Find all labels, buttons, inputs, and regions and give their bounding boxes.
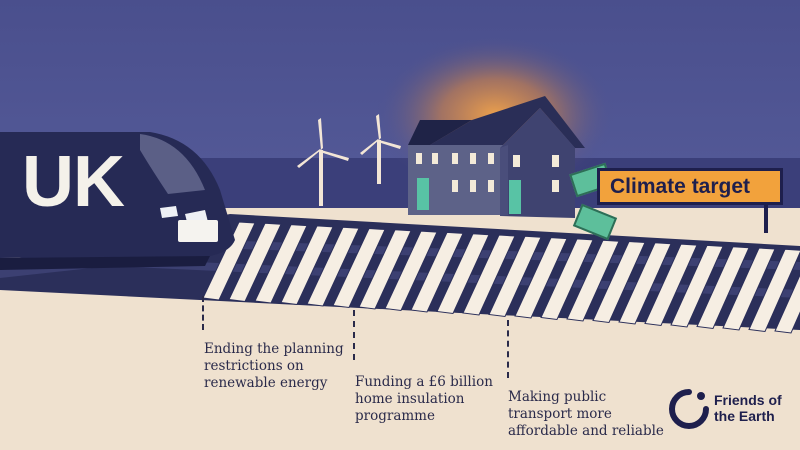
logo-wordmark: Friends of the Earth xyxy=(714,392,782,424)
track-sleeper xyxy=(644,243,698,327)
wind-turbine-left xyxy=(297,118,349,206)
climate-target-label: Climate target xyxy=(610,175,751,198)
sign-post xyxy=(764,205,768,233)
track-sleeper xyxy=(774,273,800,334)
track-sleeper xyxy=(670,244,724,328)
train xyxy=(0,132,235,270)
track-sleeper xyxy=(280,225,334,306)
house xyxy=(408,96,585,218)
track-sleeper xyxy=(722,247,776,331)
pointer-line-3 xyxy=(507,320,509,378)
track-sleeper xyxy=(540,238,594,321)
logo-line: Friends of xyxy=(714,392,782,408)
track-sleeper xyxy=(566,239,620,322)
wind-turbine-right xyxy=(360,114,401,184)
track-sleepers xyxy=(202,221,800,334)
track-sleeper xyxy=(696,246,750,330)
caption-line: home insulation xyxy=(355,391,465,407)
track-sleeper xyxy=(228,222,282,303)
logo-line: the Earth xyxy=(714,408,775,424)
caption-line: Funding a £6 billion xyxy=(355,374,493,390)
track-sleeper xyxy=(488,235,542,318)
track-sleeper xyxy=(332,227,386,309)
track-sleeper xyxy=(254,224,308,304)
track-sleeper xyxy=(384,230,438,312)
track-sleeper xyxy=(436,233,490,315)
caption-line: Ending the planning xyxy=(204,341,344,357)
train-uk-label: UK xyxy=(22,142,125,222)
track-sleeper xyxy=(618,242,672,325)
climate-target-sign: Climate target xyxy=(597,168,783,205)
track-sleeper xyxy=(202,221,256,301)
caption-line: programme xyxy=(355,408,435,424)
caption-line: affordable and reliable xyxy=(508,423,664,439)
caption-line: Making public xyxy=(508,389,607,405)
caption-line: transport more xyxy=(508,406,612,422)
caption-line: restrictions on xyxy=(204,358,304,374)
caption-planning: Ending the planning restrictions on rene… xyxy=(204,341,344,392)
friends-of-the-earth-logo-icon xyxy=(669,389,709,429)
track-sleeper xyxy=(410,231,464,313)
caption-transport: Making public transport more affordable … xyxy=(508,389,664,440)
pointer-line-2 xyxy=(353,310,355,360)
caption-insulation: Funding a £6 billion home insulation pro… xyxy=(355,374,493,425)
track-sleeper xyxy=(462,234,516,316)
track-sleeper xyxy=(358,229,412,310)
track-sleeper xyxy=(306,226,360,307)
track-sleeper xyxy=(592,240,646,324)
house-door-right xyxy=(509,180,521,214)
track-sleeper xyxy=(748,248,800,333)
pointer-line-1 xyxy=(202,296,204,330)
track-sleeper xyxy=(514,237,568,319)
house-door-left xyxy=(417,178,429,210)
caption-line: renewable energy xyxy=(204,375,328,391)
banknote xyxy=(572,203,618,241)
